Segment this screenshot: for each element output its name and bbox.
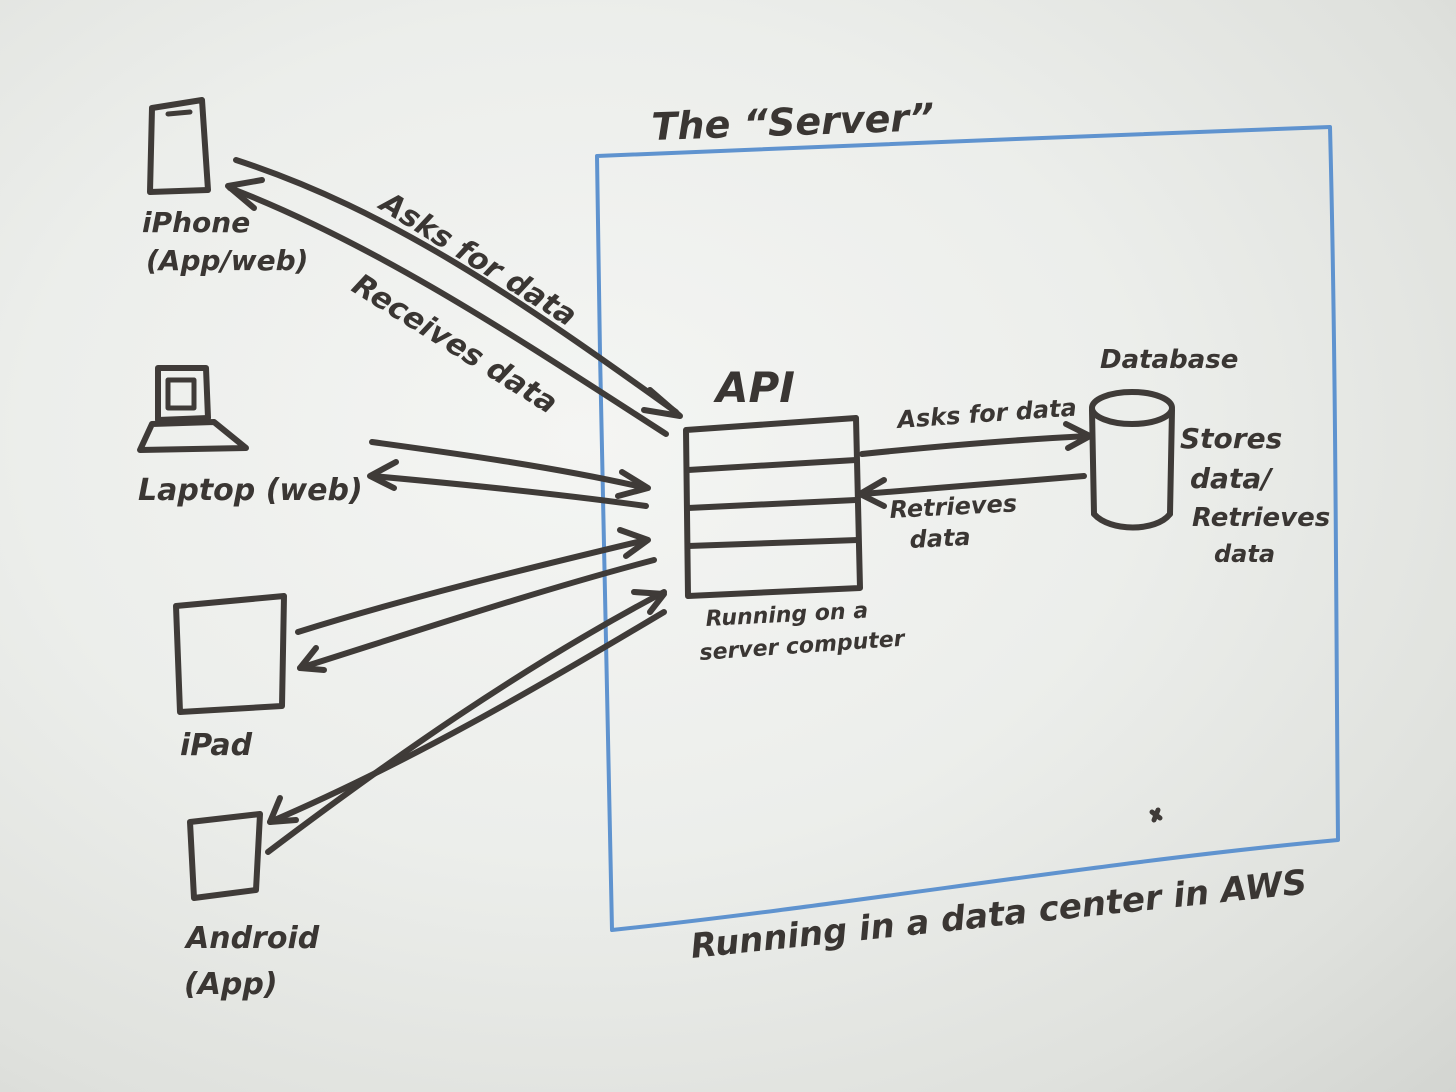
db-retrieves-label: Retrieves [889,489,1018,524]
database-note-line3: Retrieves [1192,503,1330,533]
arrow-api-to-iphone [225,177,669,437]
ipad-label: iPad [180,728,253,763]
iphone-icon [147,97,211,195]
android-icon [187,811,263,901]
database-note-line4: data [1214,540,1275,568]
arrow-database-to-api [857,473,1087,509]
api-label: API [713,363,795,412]
database-label: Database [1100,345,1238,375]
datacenter-label: Running in a data center in AWS [689,862,1309,967]
api-stack-icon [683,415,863,599]
laptop-icon [137,365,249,453]
arrow-laptop-to-api [369,439,651,499]
database-note-line2: data/ [1190,462,1274,495]
laptop-label: Laptop (web) [138,473,363,508]
arrow-iphone-to-api [233,157,683,419]
iphone-label-sub: (App/web) [146,244,308,277]
database-note-line1: Stores [1180,422,1282,455]
ink-mark [1149,807,1163,823]
db-retrieves-label-sub: data [909,523,971,554]
arrow-android-to-api [265,589,667,855]
arrow-api-to-android [267,609,667,825]
android-label: Android [184,921,320,956]
android-label-sub: (App) [184,967,278,1002]
arrow-api-to-laptop [367,459,649,509]
server-boundary [595,125,1340,932]
arrow-api-to-ipad [297,557,657,673]
api-note-line2: server computer [699,627,907,666]
database-icon [1089,389,1175,531]
iphone-label: iPhone [142,206,250,239]
arrow-ipad-to-api [295,527,651,635]
api-note-line1: Running on a [705,599,869,632]
db-asks-for-data-label: Asks for data [894,394,1077,435]
ipad-icon [173,593,287,715]
server-title: The “Server” [651,95,935,149]
